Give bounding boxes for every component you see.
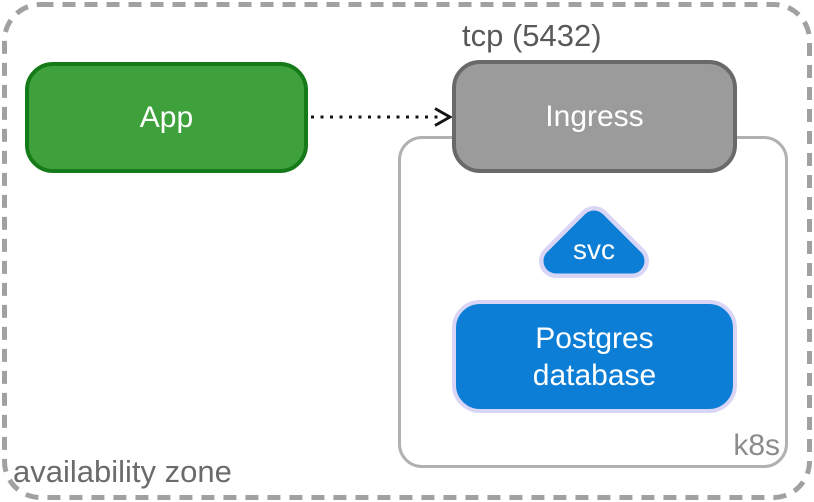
ingress-node: Ingress — [452, 60, 737, 173]
app-node-label: App — [139, 101, 194, 134]
app-node: App — [25, 62, 308, 173]
ingress-node-label: Ingress — [545, 100, 644, 133]
arrowhead-icon — [434, 107, 453, 127]
k8s-container-label: k8s — [733, 429, 780, 462]
svc-node-label: svc — [573, 234, 615, 265]
ingress-port-label: tcp (5432) — [462, 18, 602, 53]
postgres-database-node-label: Postgres database — [532, 321, 657, 392]
postgres-database-node: Postgres database — [452, 300, 737, 413]
svc-node-shape — [539, 206, 649, 278]
svc-shape-fill — [543, 210, 645, 274]
availability-zone-label: availability zone — [13, 454, 232, 489]
